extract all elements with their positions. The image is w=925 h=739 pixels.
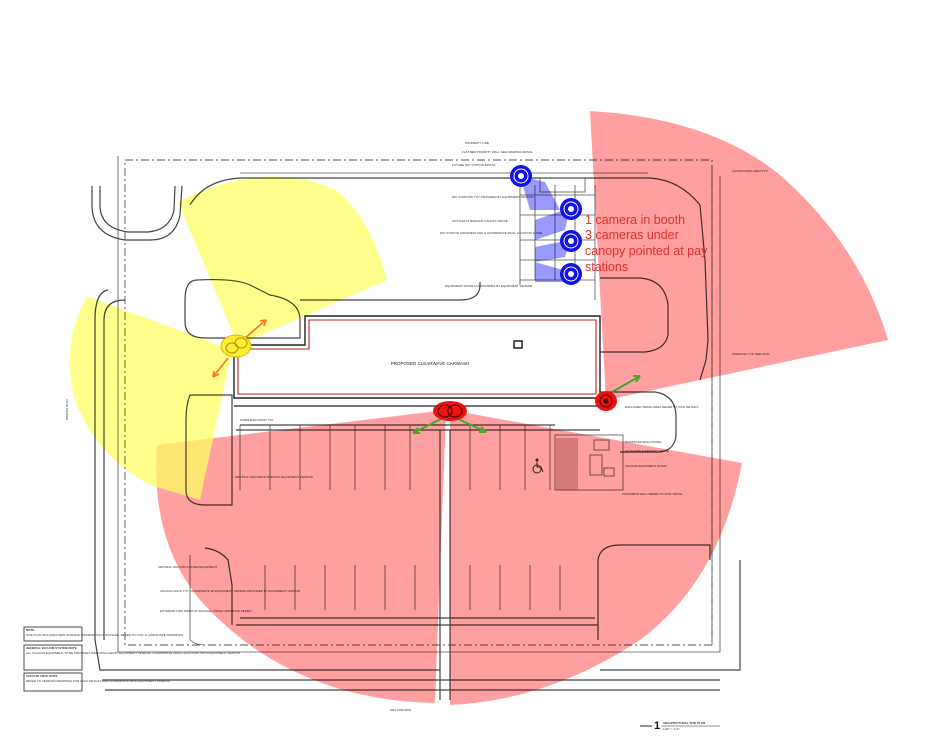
yellow-coverage-zone-north [178, 176, 387, 345]
annotation-line-3: canopy pointed at pay [585, 244, 708, 258]
callout-pay-stations: PAY STATIONS TYP. PROVIDED BY EQUIPMENT … [452, 195, 534, 199]
note2-text: ALL VACUUM EQUIPMENT TO BE PROVIDED AND … [26, 651, 241, 655]
note3-title: VACUUM ARCH NOTE [26, 674, 58, 678]
sheet-number: 1 [654, 720, 660, 732]
carwash-building: PROPOSED CLEARWAVE CARWASH [233, 315, 601, 407]
cameras [220, 165, 617, 421]
callout-pad: PAY STATION CONCRETE PAD & COORDINATE FI… [440, 231, 542, 235]
coverage-zones [69, 111, 888, 705]
note3-text: REFER TO VENDOR DRAWINGS FOR ARCH DETAIL… [26, 679, 171, 683]
camera-blue-booth [510, 165, 532, 187]
callout-wall: FLAT BED PRIORITY WALL SEE GRADING DETAI… [462, 150, 533, 154]
arrow-northeast-camera [611, 375, 641, 393]
arrow-south-camera-left [412, 417, 444, 434]
building-label: PROPOSED CLEARWAVE CARWASH [391, 361, 469, 366]
bottom-street-label: DEX 1002-5001 [390, 708, 412, 712]
red-coverage-zone-south-a [156, 410, 446, 703]
camera-blue-pay-station-1 [560, 198, 582, 220]
camera-yellow-building-west [220, 334, 252, 358]
callout-overhead-door: OVERHEAD DOOR TYP. [240, 418, 274, 422]
camera-blue-pay-station-2 [560, 230, 582, 252]
callout-booth: FUTURE PAY STATION BOOTH [452, 163, 495, 167]
note1-text: SITE PLAN INCLUDES NEW GRADING INFORMATI… [26, 633, 184, 637]
callout-dumpster: DUMPSTER ENCLOSURE [625, 440, 661, 444]
annotation-line-2: 3 cameras under [585, 228, 679, 242]
note1-title: NOTE [26, 628, 34, 632]
note2-title: GENERAL VACUUM SYSTEM NOTE [26, 646, 77, 650]
callout-trash: ENCLOSED TRASH AREA REFER TO CIVIL DETAI… [625, 405, 698, 409]
camera-annotation: 1 camera in booth 3 cameras under canopy… [585, 213, 708, 274]
annotation-line-4: stations [585, 260, 628, 274]
blue-coverage-zone-station-1 [535, 208, 570, 240]
callout-property-line: PROPERTY LINE [465, 141, 489, 145]
blue-coverage-zone-booth [520, 176, 560, 210]
callout-equipment-room: EQUIPMENT ROOM ACCESSORIES BY EQUIPMENT … [445, 284, 533, 288]
camera-red-building-east [595, 391, 617, 411]
street-label: DIMOND BLVD [65, 399, 69, 420]
yellow-coverage-zone-west [69, 296, 232, 500]
red-coverage-zone-northeast [590, 111, 888, 400]
camera-blue-pay-station-3 [560, 263, 582, 285]
sheet-scale: 1/32" = 1'-0" [663, 727, 679, 731]
arrow-south-camera-right [455, 417, 487, 433]
camera-red-building-south [433, 401, 467, 421]
direction-arrows [212, 319, 641, 434]
sheet-title: ARCHITECTURAL SITE PLAN [663, 721, 705, 725]
annotation-line-1: 1 camera in booth [585, 213, 685, 227]
sheet-title-block: 1 ARCHITECTURAL SITE PLAN 1/32" = 1'-0" [640, 720, 720, 732]
callout-fire-riser: EXTERIOR FIRE RISER W/ SIGNAGE UNDER SEP… [160, 609, 252, 613]
notes-panel: NOTE SITE PLAN INCLUDES NEW GRADING INFO… [23, 626, 241, 692]
callout-canopy: CUSTOM ATTENDANT CANOPY ABOVE [452, 219, 508, 223]
arrow-west-camera-down [212, 357, 229, 378]
red-coverage-zone-south-b [450, 410, 742, 705]
arrow-west-camera-up [244, 319, 267, 339]
